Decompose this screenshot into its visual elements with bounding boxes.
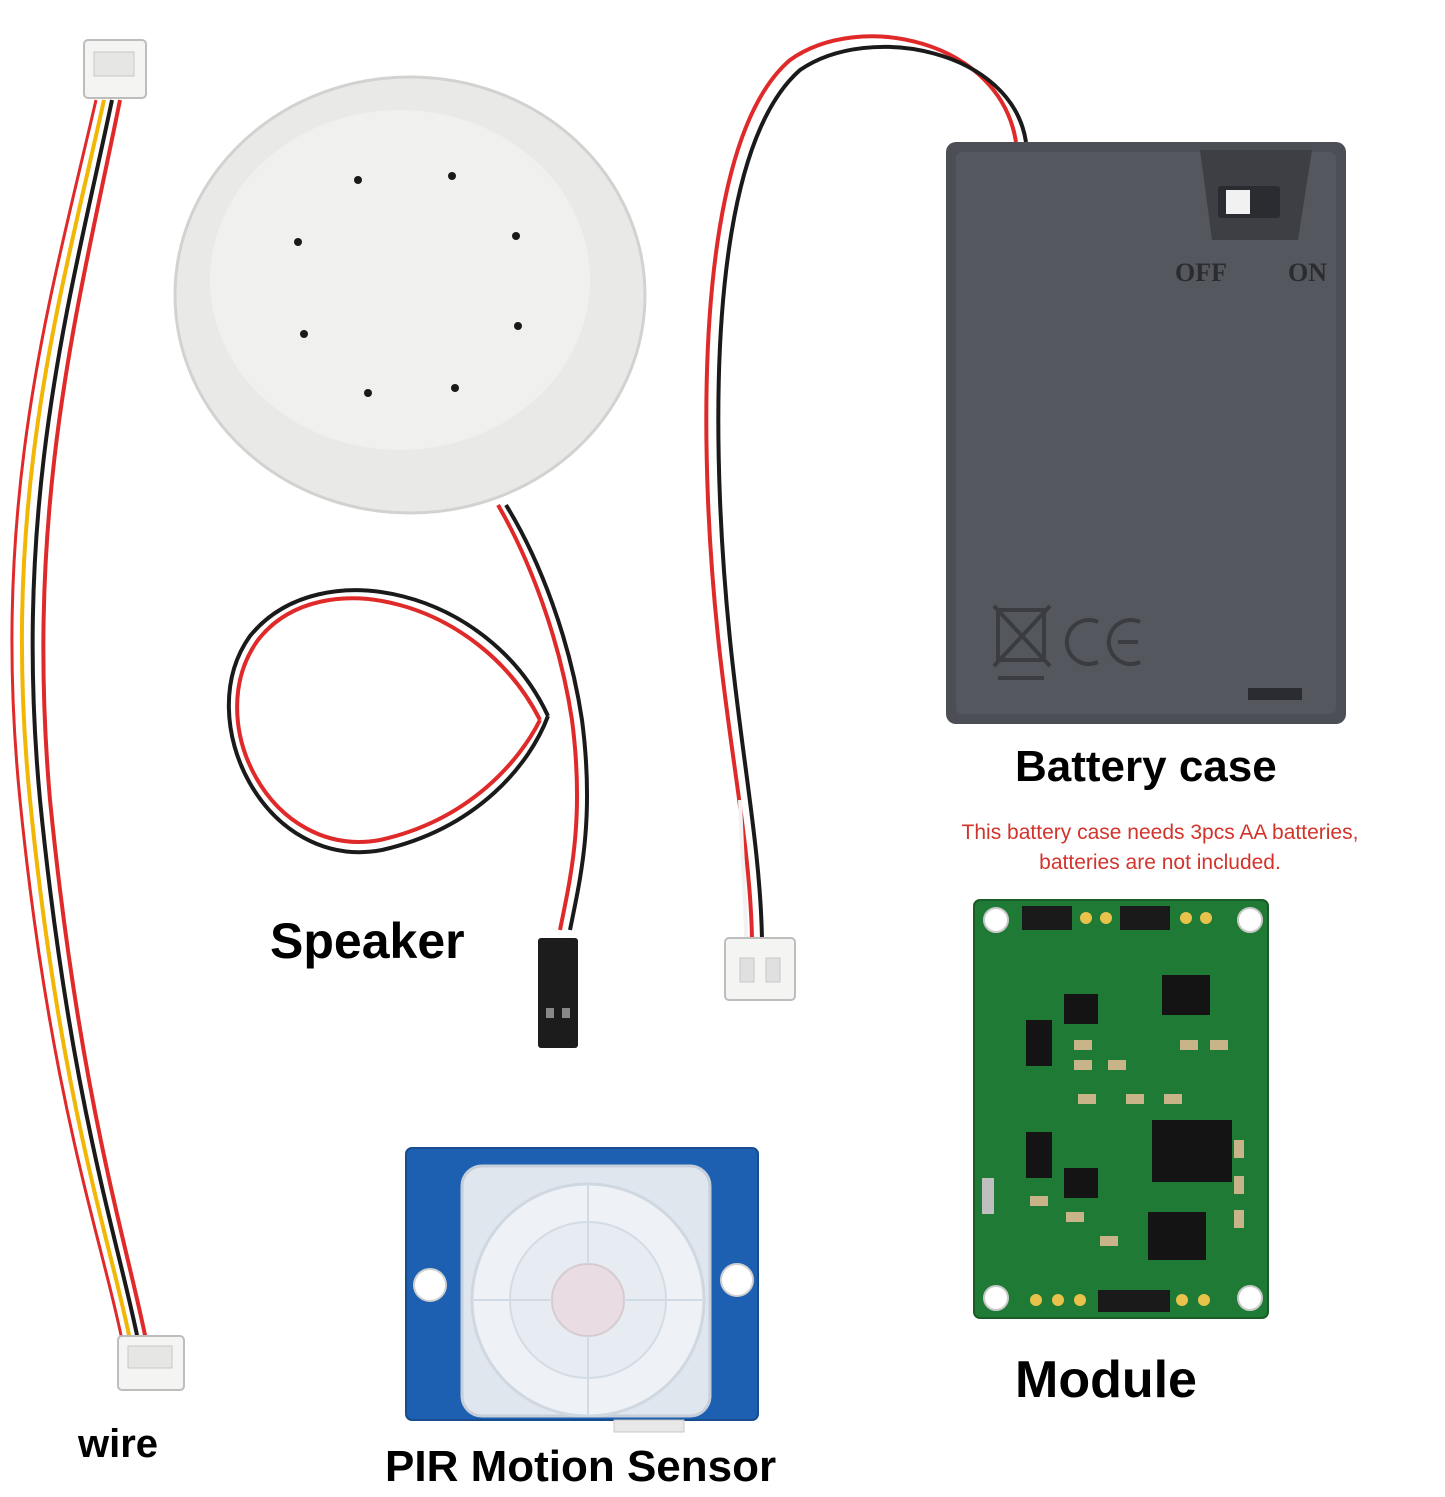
label-wire: wire: [78, 1422, 159, 1466]
battery-connector: [724, 937, 796, 1001]
module-pcb: [973, 899, 1269, 1319]
switch-on-label: ON: [1288, 258, 1327, 287]
battery-note-line-2: batteries are not included.: [1039, 851, 1281, 874]
compliance-marks: [992, 604, 1141, 680]
battery-wire: [704, 34, 1028, 1001]
battery-case: [946, 142, 1346, 724]
chip-u1: [1152, 1120, 1232, 1182]
label-module: Module: [1015, 1351, 1197, 1409]
label-speaker: Speaker: [270, 913, 465, 969]
chip-u2: [1148, 1212, 1206, 1260]
speaker-connector: [538, 938, 578, 1048]
chip-u3: [1162, 975, 1210, 1015]
speaker-holes: [294, 172, 522, 397]
battery-note: This battery case needs 3pcs AA batterie…: [920, 818, 1400, 878]
pir-sensor: [405, 1147, 759, 1433]
battery-note-line-1: This battery case needs 3pcs AA batterie…: [961, 821, 1359, 844]
label-pir-motion-sensor: PIR Motion Sensor: [385, 1442, 777, 1491]
label-battery-case: Battery case: [1015, 742, 1277, 791]
switch-off-label: OFF: [1175, 258, 1227, 287]
speaker: [173, 75, 647, 1048]
wire-cable: [10, 39, 185, 1391]
